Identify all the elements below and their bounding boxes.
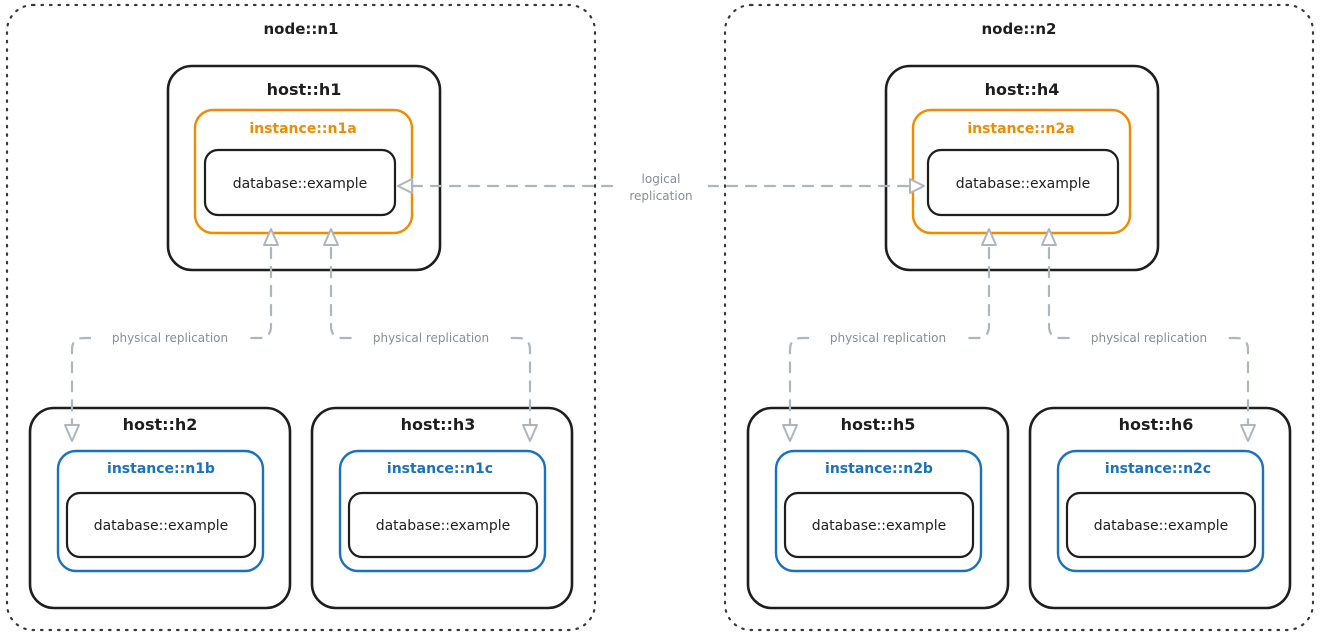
host-h1-group[interactable]: host::h1 instance::n1a database::example <box>166 64 442 272</box>
instance-n2a-box[interactable] <box>911 108 1132 235</box>
logical-replication-label-backdrop <box>614 167 708 207</box>
physical-replication-h2-arrowhead-down <box>64 424 80 442</box>
physical-replication-h2-label: physical replication <box>112 331 228 345</box>
node-n2-group[interactable]: node::n2 <box>723 3 1315 632</box>
edge-physical-replication-h5[interactable]: physical replication <box>782 228 997 442</box>
host-h4-group[interactable]: host::h4 instance::n2a database::example <box>884 64 1160 272</box>
database-example-n1b-label: database::example <box>94 518 229 534</box>
physical-replication-h5-arrowhead-up <box>981 228 997 246</box>
logical-replication-arrowhead-left <box>397 178 413 194</box>
instance-n2a-label: instance::n2a <box>967 121 1074 137</box>
instance-n2b-box[interactable] <box>774 449 983 573</box>
host-h6-group[interactable]: host::h6 instance::n2c database::example <box>1028 406 1292 610</box>
physical-replication-h3-arrowhead-down <box>522 424 538 442</box>
host-h2-label: host::h2 <box>123 415 198 434</box>
logical-replication-label-line1: logical <box>642 172 681 186</box>
instance-n1c-box[interactable] <box>338 449 547 573</box>
physical-replication-h5-line <box>788 246 991 426</box>
host-h5-box[interactable] <box>746 406 1010 610</box>
host-h3-box[interactable] <box>310 406 574 610</box>
host-h4-box[interactable] <box>884 64 1160 272</box>
physical-replication-h3-arrowhead-up <box>323 228 339 246</box>
instance-n1a-box[interactable] <box>193 108 414 235</box>
database-example-n2b-label: database::example <box>812 518 947 534</box>
database-example-n2c-box[interactable] <box>1065 491 1257 559</box>
node-n1-label: node::n1 <box>263 20 338 38</box>
database-example-n2b-box[interactable] <box>783 491 975 559</box>
physical-replication-h3-line <box>329 246 532 426</box>
physical-replication-h6-arrowhead-down <box>1240 424 1256 442</box>
instance-n1c-label: instance::n1c <box>387 461 493 477</box>
physical-replication-h2-line <box>70 246 273 426</box>
node-n2-label: node::n2 <box>981 20 1056 38</box>
host-h5-label: host::h5 <box>841 415 916 434</box>
edge-physical-replication-h3[interactable]: physical replication <box>323 228 538 442</box>
database-example-n1a-label: database::example <box>233 176 368 192</box>
physical-replication-h3-label: physical replication <box>373 331 489 345</box>
instance-n1b-box[interactable] <box>56 449 265 573</box>
instance-n1b-label: instance::n1b <box>107 461 215 477</box>
logical-replication-arrowhead-right <box>909 178 925 194</box>
physical-replication-h6-line <box>1047 246 1250 426</box>
instance-n2b-label: instance::n2b <box>825 461 933 477</box>
edge-logical-replication[interactable]: logical replication <box>397 167 925 207</box>
host-h2-group[interactable]: host::h2 instance::n1b database::example <box>28 406 292 610</box>
host-h1-label: host::h1 <box>267 80 342 99</box>
database-example-n1c-label: database::example <box>376 518 511 534</box>
physical-replication-h5-label-backdrop <box>809 327 966 348</box>
instance-n1a-label: instance::n1a <box>249 121 356 137</box>
edge-physical-replication-h6[interactable]: physical replication <box>1041 228 1256 442</box>
host-h6-box[interactable] <box>1028 406 1292 610</box>
physical-replication-h2-arrowhead-up <box>263 228 279 246</box>
host-h3-group[interactable]: host::h3 instance::n1c database::example <box>310 406 574 610</box>
instance-n2c-box[interactable] <box>1056 449 1265 573</box>
database-example-n2a-box[interactable] <box>926 148 1120 217</box>
database-example-n1c-box[interactable] <box>347 491 539 559</box>
physical-replication-h5-label: physical replication <box>830 331 946 345</box>
edge-physical-replication-h2[interactable]: physical replication <box>64 228 279 442</box>
host-h4-label: host::h4 <box>985 80 1060 99</box>
instance-n2c-label: instance::n2c <box>1105 461 1211 477</box>
host-h3-label: host::h3 <box>401 415 476 434</box>
physical-replication-h5-arrowhead-down <box>782 424 798 442</box>
physical-replication-h3-label-backdrop <box>352 327 509 348</box>
database-example-n2a-label: database::example <box>956 176 1091 192</box>
host-h5-group[interactable]: host::h5 instance::n2b database::example <box>746 406 1010 610</box>
database-example-n2c-label: database::example <box>1094 518 1229 534</box>
database-example-n1a-box[interactable] <box>203 148 397 217</box>
database-example-n1b-box[interactable] <box>65 491 257 559</box>
host-h1-box[interactable] <box>166 64 442 272</box>
physical-replication-h6-label-backdrop <box>1070 327 1227 348</box>
physical-replication-h2-label-backdrop <box>91 327 248 348</box>
physical-replication-h6-label: physical replication <box>1091 331 1207 345</box>
physical-replication-h6-arrowhead-up <box>1041 228 1057 246</box>
host-h6-label: host::h6 <box>1119 415 1194 434</box>
host-h2-box[interactable] <box>28 406 292 610</box>
node-n1-group[interactable]: node::n1 <box>5 3 597 632</box>
logical-replication-label-line2: replication <box>629 189 692 203</box>
